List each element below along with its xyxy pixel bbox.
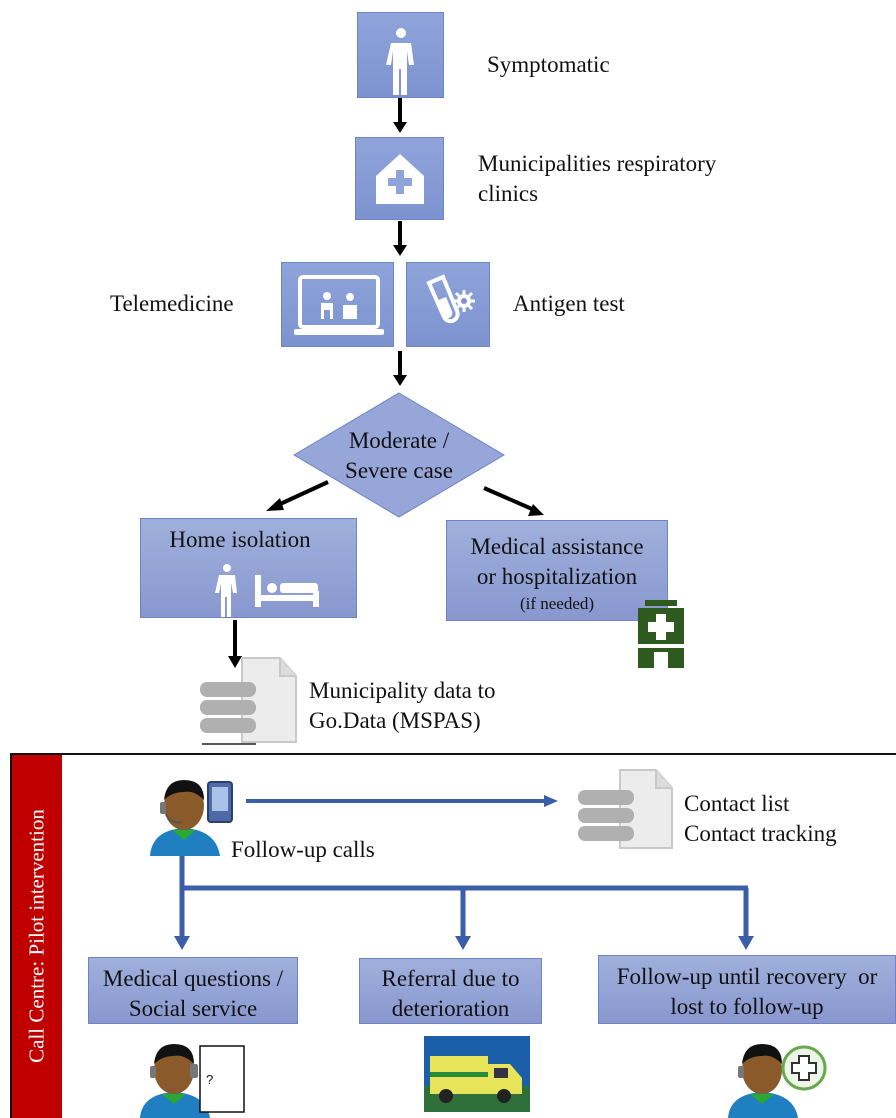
- clinics-icon-box: [355, 137, 444, 220]
- arrow-calls-to-contacts: [246, 795, 558, 807]
- decision-diamond: [293, 392, 505, 518]
- arrow-home-to-data: [228, 620, 242, 668]
- hospital-icon: [638, 600, 684, 668]
- agent-plus-icon: [728, 1044, 827, 1118]
- arrow-tests-to-decision: [393, 351, 407, 386]
- arrow-symptomatic-to-clinics: [393, 98, 407, 133]
- ambulance-icon: [424, 1036, 530, 1112]
- follow-up-calls-label: Follow-up calls: [231, 837, 375, 862]
- agent-question-icon: [140, 1044, 245, 1118]
- referral-line2: deterioration: [391, 996, 510, 1021]
- medical-assistance-label-line1: Medical assistance: [470, 534, 644, 559]
- municipality-data-line1: Municipality data to: [309, 678, 496, 703]
- clinic-icon: [376, 154, 424, 204]
- arrow-decision-to-medical: [483, 486, 544, 516]
- question-mark: ?: [206, 1072, 214, 1087]
- follow-up-until-line1: Follow-up until recovery or: [616, 964, 878, 989]
- clinics-label-line1: Municipalities respiratory: [478, 151, 717, 176]
- person-bed-icon: [215, 564, 319, 617]
- person-icon: [386, 28, 414, 95]
- agent-phone-icon: [150, 780, 233, 856]
- symptomatic-label: Symptomatic: [487, 52, 610, 77]
- medical-assistance-box: [446, 520, 668, 621]
- home-isolation-box: [140, 518, 357, 618]
- call-centre-side-label: Call Centre: Pilot intervention: [24, 809, 49, 1063]
- call-centre-frame: [10, 753, 896, 1118]
- follow-up-until-box: [598, 955, 896, 1024]
- antigen-icon-box: [406, 262, 490, 347]
- call-centre-side-bar: [12, 755, 62, 1118]
- telemedicine-label: Telemedicine: [110, 291, 234, 316]
- antigen-label: Antigen test: [513, 291, 625, 316]
- medical-assistance-label-line2: or hospitalization: [476, 564, 638, 589]
- decision-label-line2: Severe case: [345, 458, 453, 483]
- arrow-decision-to-home: [266, 480, 329, 511]
- medical-questions-line1: Medical questions /: [102, 966, 284, 991]
- database-document-icon: [200, 657, 297, 745]
- medical-questions-line2: Social service: [128, 996, 258, 1021]
- telemedicine-icon-box: [281, 262, 394, 347]
- test-tube-icon: [426, 274, 475, 324]
- medical-questions-box: [88, 957, 298, 1024]
- arrow-clinics-to-tests: [393, 221, 407, 256]
- contact-list-label: Contact list: [684, 791, 790, 816]
- municipality-data-line2: Go.Data (MSPAS): [309, 708, 481, 733]
- contact-tracking-label: Contact tracking: [684, 821, 837, 846]
- branch-connectors: [174, 856, 754, 950]
- referral-line1: Referral due to: [381, 966, 520, 991]
- referral-box: [359, 958, 542, 1024]
- clinics-label-line2: clinics: [478, 181, 539, 206]
- decision-label-line1: Moderate /: [348, 428, 450, 453]
- contact-database-icon: [578, 769, 673, 849]
- follow-up-until-line2: lost to follow-up: [670, 994, 824, 1019]
- if-needed-label: (if needed): [519, 594, 595, 613]
- symptomatic-icon-box: [357, 12, 444, 98]
- laptop-consult-icon: [294, 275, 384, 335]
- home-isolation-label: Home isolation: [169, 527, 311, 552]
